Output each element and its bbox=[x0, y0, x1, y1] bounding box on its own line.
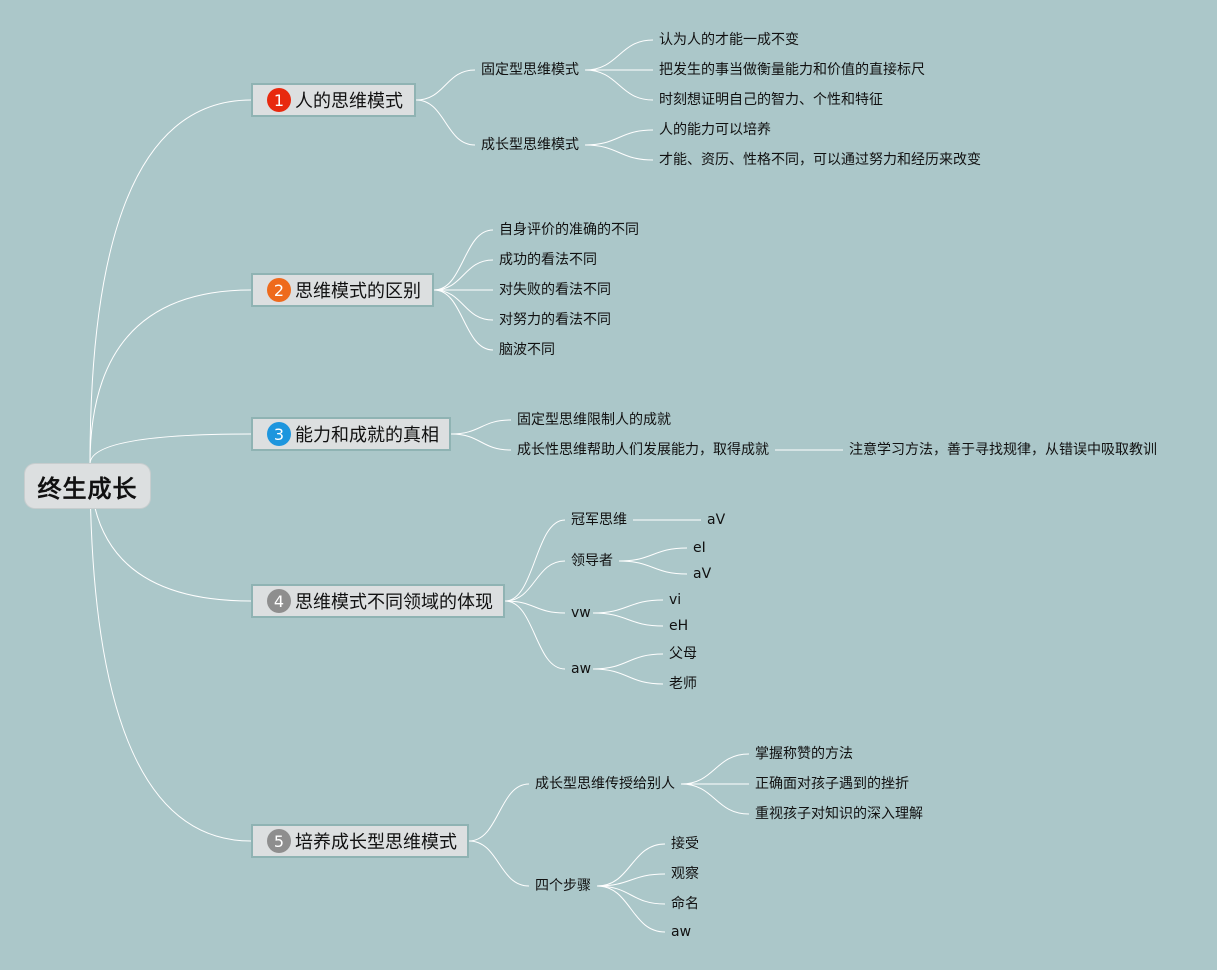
branch-4-link-4 bbox=[504, 600, 566, 670]
topic-node[interactable]: 成长型思维模式 bbox=[481, 137, 579, 153]
root-link-2 bbox=[89, 289, 252, 465]
branch-label: 思维模式不同领域的体现 bbox=[295, 592, 493, 613]
subtopic-node[interactable]: aw bbox=[671, 924, 692, 940]
subtopic-node[interactable]: 掌握称赞的方法 bbox=[755, 746, 853, 762]
branch-2-link-2 bbox=[433, 259, 494, 291]
branch-label: 思维模式的区别 bbox=[295, 281, 421, 302]
branch-4-link-2 bbox=[504, 560, 566, 602]
topic-4-4-link-2 bbox=[592, 668, 664, 685]
branch-label: 能力和成就的真相 bbox=[295, 425, 439, 446]
branch-label: 人的思维模式 bbox=[295, 91, 403, 112]
subtopic-node[interactable]: 把发生的事当做衡量能力和价值的直接标尺 bbox=[659, 62, 925, 78]
branch-1-link-1 bbox=[415, 69, 476, 101]
number-badge-icon: 2 bbox=[267, 278, 291, 302]
subtopic-node[interactable]: aV bbox=[707, 512, 726, 528]
branch-5-link-2 bbox=[468, 840, 530, 887]
subtopic-node[interactable]: 时刻想证明自己的智力、个性和特征 bbox=[659, 92, 883, 108]
branch-3-link-1 bbox=[450, 419, 512, 435]
topic-4-3-link-2 bbox=[592, 612, 664, 627]
topic-5-2-link-2 bbox=[596, 873, 666, 887]
subtopic-node[interactable]: 人的能力可以培养 bbox=[659, 122, 771, 138]
topic-4-2-link-2 bbox=[618, 560, 688, 575]
branch-label: 培养成长型思维模式 bbox=[295, 832, 457, 853]
topic-node[interactable]: aw bbox=[571, 661, 592, 677]
root-link-5 bbox=[89, 463, 252, 842]
subtopic-node[interactable]: eI bbox=[693, 540, 706, 556]
topic-node[interactable]: 固定型思维限制人的成就 bbox=[517, 412, 671, 428]
topic-4-4-link-1 bbox=[592, 653, 664, 670]
topic-node[interactable]: 对失败的看法不同 bbox=[499, 282, 611, 298]
branch-5-link-1 bbox=[468, 783, 530, 842]
topic-5-1-link-1 bbox=[680, 753, 750, 785]
topic-4-2-link-1 bbox=[618, 547, 688, 562]
topic-4-3-link-1 bbox=[592, 599, 664, 614]
topic-5-1-link-3 bbox=[680, 783, 750, 815]
subtopic-node[interactable]: 注意学习方法，善于寻找规律，从错误中吸取教训 bbox=[849, 442, 1157, 458]
subtopic-node[interactable]: 才能、资历、性格不同，可以通过努力和经历来改变 bbox=[659, 152, 981, 168]
branch-3-link-2 bbox=[450, 433, 512, 451]
number-badge-icon: 5 bbox=[267, 829, 291, 853]
number-badge-icon: 3 bbox=[267, 422, 291, 446]
topic-1-1-link-3 bbox=[584, 69, 654, 101]
branch-4-link-1 bbox=[504, 519, 566, 602]
topic-5-2-link-4 bbox=[596, 885, 666, 933]
branch-2-link-1 bbox=[433, 229, 494, 291]
root-link-1 bbox=[89, 99, 252, 465]
number-badge-icon: 4 bbox=[267, 589, 291, 613]
subtopic-node[interactable]: 老师 bbox=[669, 676, 697, 692]
subtopic-node[interactable]: 命名 bbox=[671, 896, 699, 912]
branch-2-link-5 bbox=[433, 289, 494, 351]
subtopic-node[interactable]: aV bbox=[693, 566, 712, 582]
subtopic-node[interactable]: 接受 bbox=[671, 836, 699, 852]
topic-node[interactable]: 四个步骤 bbox=[535, 878, 591, 894]
topic-node[interactable]: vw bbox=[571, 605, 591, 621]
subtopic-node[interactable]: 父母 bbox=[669, 646, 697, 662]
subtopic-node[interactable]: 认为人的才能一成不变 bbox=[659, 32, 799, 48]
topic-node[interactable]: 固定型思维模式 bbox=[481, 62, 579, 78]
root-link-3 bbox=[89, 433, 252, 465]
topic-1-2-link-2 bbox=[584, 144, 654, 161]
topic-1-2-link-1 bbox=[584, 129, 654, 146]
subtopic-node[interactable]: 重视孩子对知识的深入理解 bbox=[755, 806, 923, 822]
topic-node[interactable]: 脑波不同 bbox=[499, 342, 555, 358]
topic-1-1-link-1 bbox=[584, 39, 654, 71]
subtopic-node[interactable]: vi bbox=[669, 592, 682, 608]
subtopic-node[interactable]: 正确面对孩子遇到的挫折 bbox=[755, 776, 909, 792]
topic-node[interactable]: 成长性思维帮助人们发展能力，取得成就 bbox=[517, 442, 769, 458]
subtopic-node[interactable]: eH bbox=[669, 618, 689, 634]
topic-node[interactable]: 领导者 bbox=[571, 553, 613, 569]
number-badge-icon: 1 bbox=[267, 88, 291, 112]
branch-4-link-3 bbox=[504, 600, 566, 614]
branch-2-link-4 bbox=[433, 289, 494, 321]
topic-node[interactable]: 冠军思维 bbox=[571, 512, 627, 528]
topic-5-2-link-1 bbox=[596, 843, 666, 887]
topic-5-2-link-3 bbox=[596, 885, 666, 905]
root-node[interactable]: 终生成长 bbox=[25, 464, 150, 508]
subtopic-node[interactable]: 观察 bbox=[671, 866, 699, 882]
topic-node[interactable]: 自身评价的准确的不同 bbox=[499, 222, 639, 238]
topic-node[interactable]: 对努力的看法不同 bbox=[499, 312, 611, 328]
branch-1-link-2 bbox=[415, 99, 476, 146]
topic-node[interactable]: 成功的看法不同 bbox=[499, 252, 597, 268]
topic-node[interactable]: 成长型思维传授给别人 bbox=[535, 776, 675, 792]
